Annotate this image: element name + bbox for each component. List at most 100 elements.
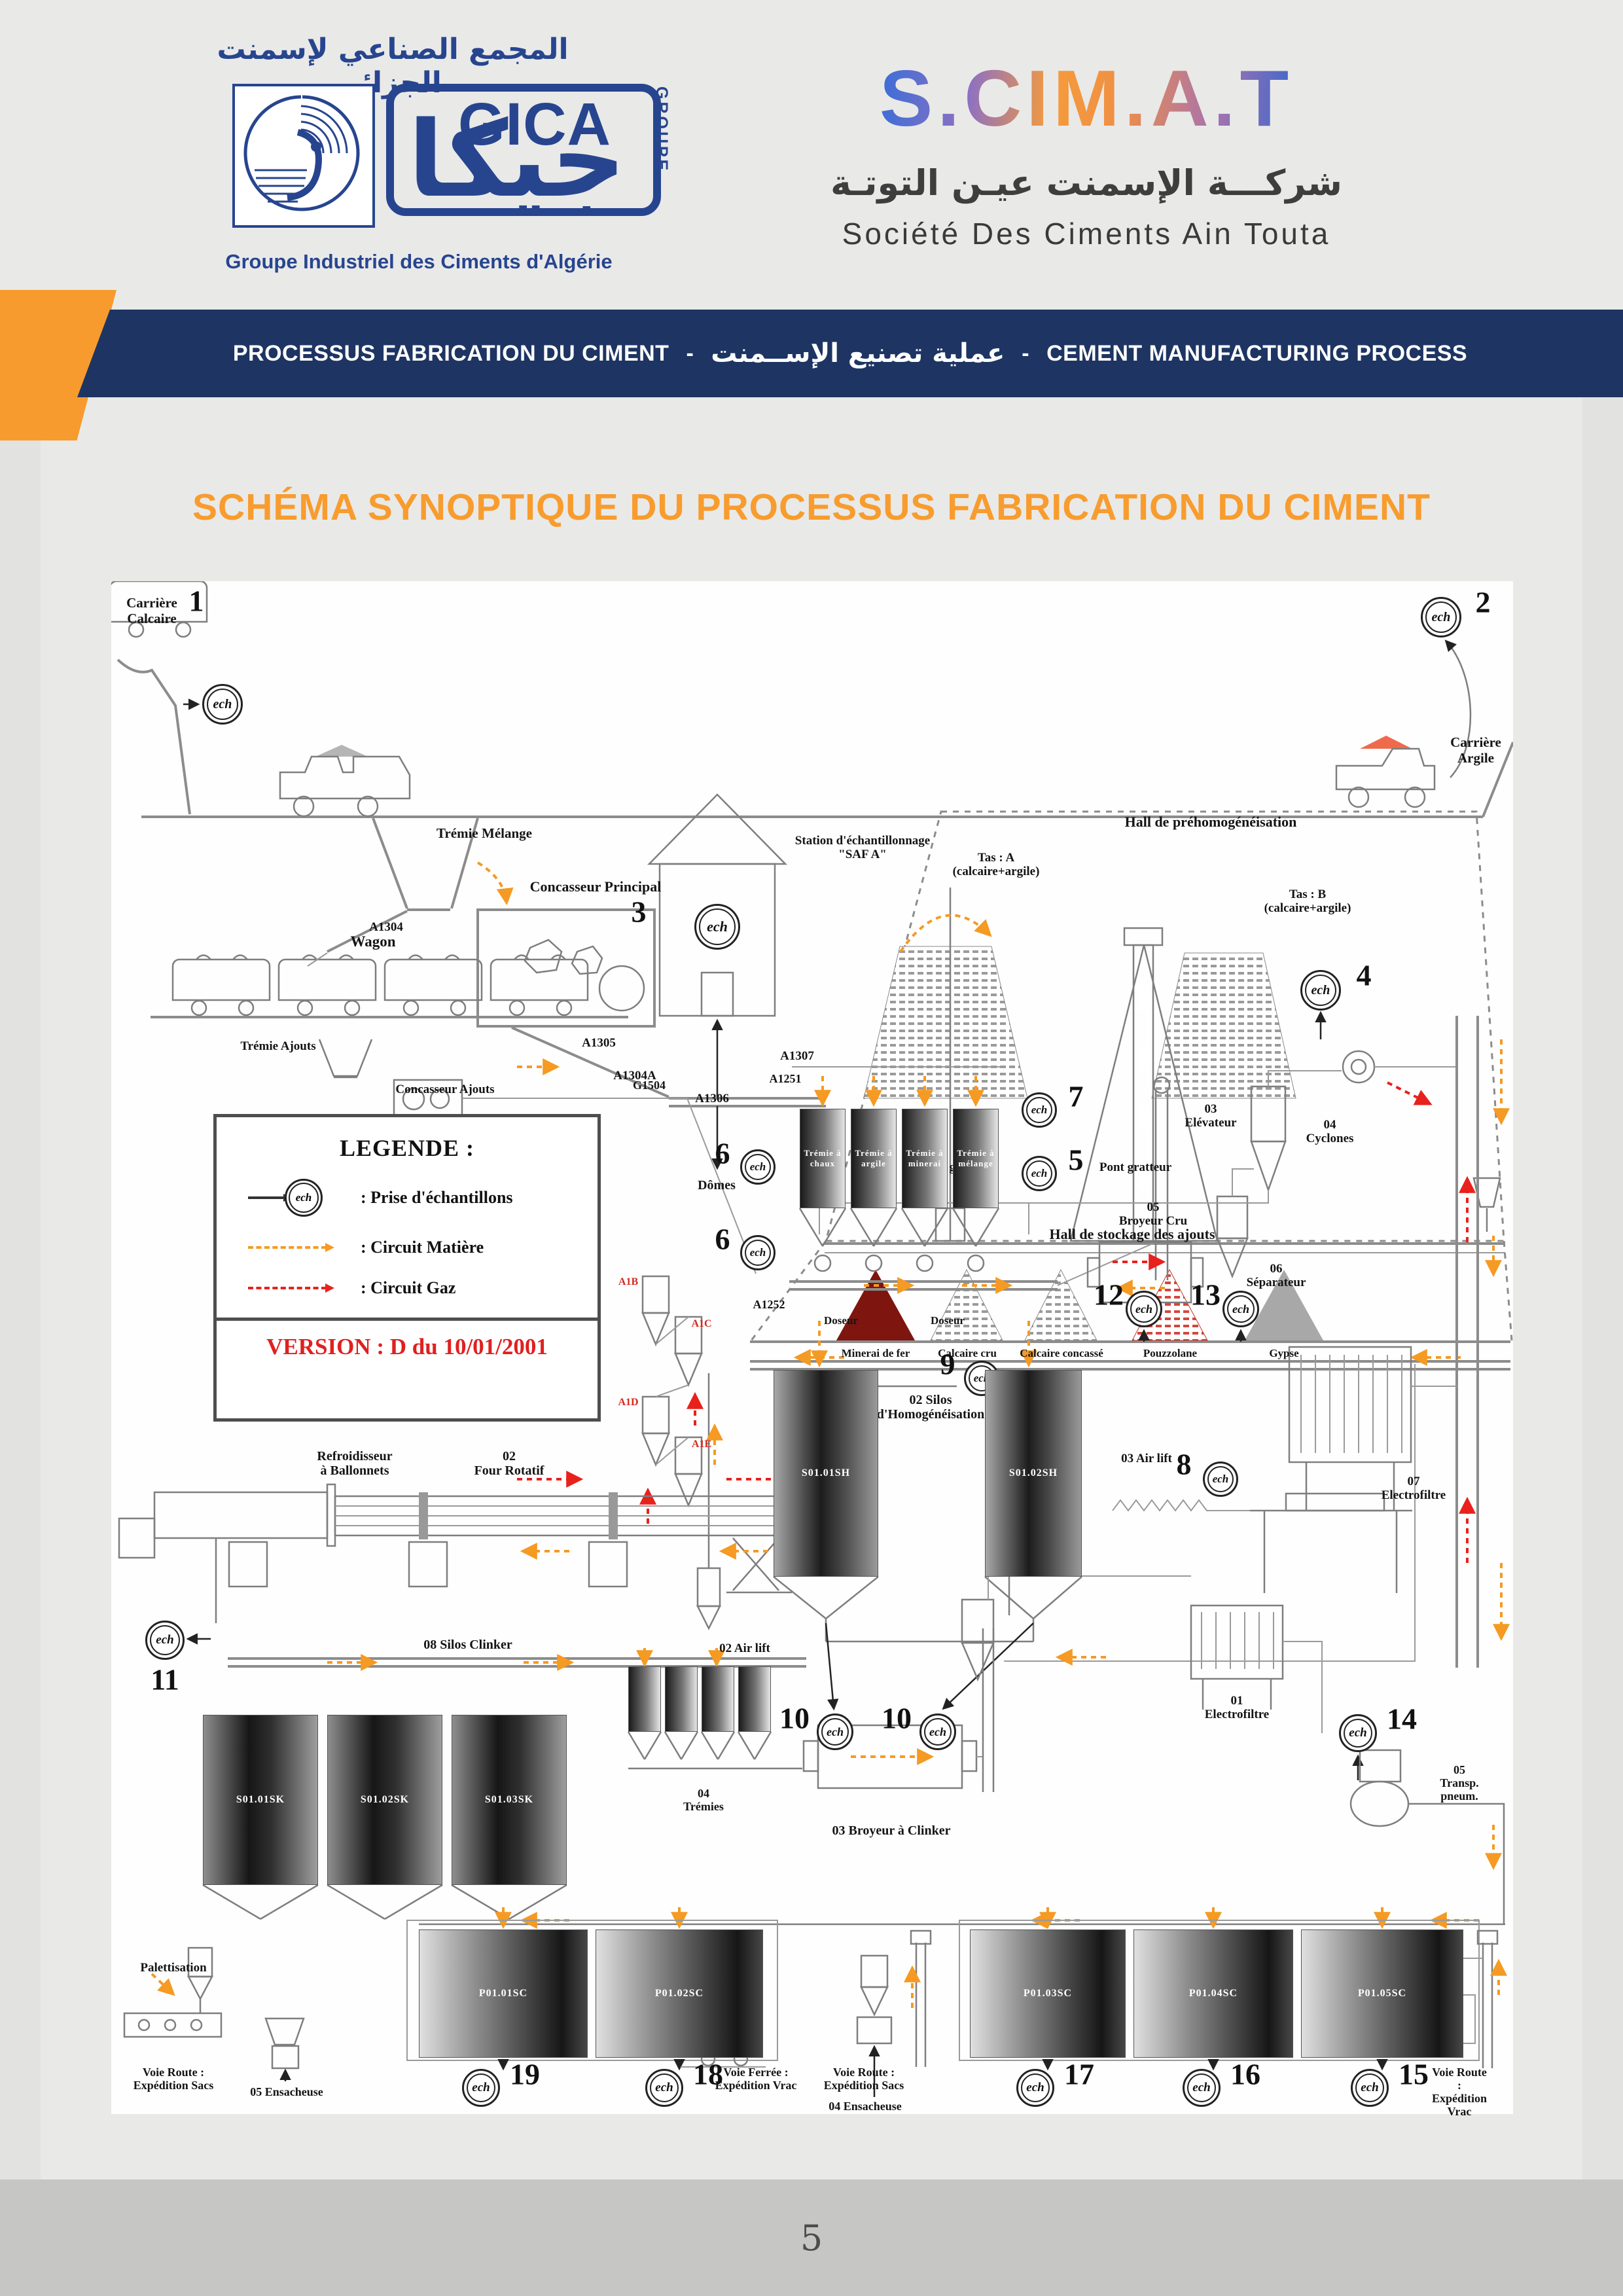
gas-arrow xyxy=(1387,1081,1433,1105)
diagram-label: Carrière Argile xyxy=(1450,734,1501,766)
gica-groupe-vertical: GROUPE xyxy=(652,86,671,173)
quarry-slope-right xyxy=(1482,742,1513,817)
feed-hopper: Trémie à minerai xyxy=(902,1109,948,1208)
diagram-label: A1252 xyxy=(753,1298,785,1311)
silo-label: P01.04SC xyxy=(1188,1988,1238,1999)
sample-point-ech: ech xyxy=(1222,1291,1259,1327)
diagram-label: Hall de préhomogénéisation xyxy=(1124,814,1297,830)
pile-minerai-de-fer xyxy=(836,1270,915,1340)
feed-hopper xyxy=(738,1666,771,1732)
electrofiltre-07 xyxy=(1288,1346,1412,1511)
sample-point-number: 11 xyxy=(151,1662,179,1696)
mill-elevator xyxy=(982,1628,995,1792)
storage-silo: S01.02SK xyxy=(327,1715,442,1885)
diagram-label: Tas : B (calcaire+argile) xyxy=(1264,888,1351,916)
mill-separator xyxy=(961,1598,995,1682)
diagram-label: Gypse xyxy=(1269,1347,1299,1359)
sample-point-number: 9 xyxy=(940,1347,955,1381)
cyclone-train xyxy=(641,1275,703,1508)
silo-label: S01.01SK xyxy=(236,1794,285,1805)
ech-text: ech xyxy=(929,1725,946,1738)
diagram-label: 05 Transp. pneum. xyxy=(1440,1763,1479,1803)
ech-text: ech xyxy=(1212,1473,1229,1485)
sample-point-ech: ech xyxy=(694,904,740,950)
diagram-label: 02 Air lift xyxy=(719,1641,770,1655)
banner-english: CEMENT MANUFACTURING PROCESS xyxy=(1046,340,1468,366)
homog-feed-duct xyxy=(819,1190,1269,1234)
sample-point-ech: ech xyxy=(1339,1714,1377,1752)
sample-point-number: 17 xyxy=(1064,2057,1094,2091)
legend-version: VERSION : D du 10/01/2001 xyxy=(217,1318,597,1373)
sample-point-ech: ech xyxy=(817,1713,853,1750)
ech-text: ech xyxy=(472,2081,490,2094)
banner-french: PROCESSUS FABRICATION DU CIMENT xyxy=(232,340,669,366)
ech-text: ech xyxy=(1031,1167,1048,1179)
sample-point-number: 6 xyxy=(715,1136,730,1170)
page-title: SCHÉMA SYNOPTIQUE DU PROCESSUS FABRICATI… xyxy=(192,486,1431,528)
diagram-label: A1306 xyxy=(695,1092,729,1105)
ech-text: ech xyxy=(749,1160,766,1173)
sample-point-number: 18 xyxy=(693,2057,723,2091)
sample-symbol: ech xyxy=(248,1179,346,1217)
hopper-label: Trémie à minerai xyxy=(906,1148,944,1168)
ech-text: ech xyxy=(1311,982,1330,997)
sample-point-number: 8 xyxy=(1176,1447,1192,1481)
black-arrow-icon xyxy=(248,1194,292,1202)
legend-box: LEGENDE : ech : Prise d'échantillons : C… xyxy=(213,1114,601,1422)
ech-text: ech xyxy=(827,1725,844,1738)
diagram-label: Carrière Calcaire xyxy=(126,595,177,626)
silo-label: P01.05SC xyxy=(1357,1988,1407,1999)
palettiser xyxy=(123,1946,223,2038)
diagram-label: A1307 xyxy=(780,1049,814,1063)
storage-silo: S01.03SK xyxy=(452,1715,567,1885)
diagram-label: Calcaire concassé xyxy=(1020,1347,1103,1359)
pneumatic-pump xyxy=(1349,1749,1505,1924)
feed-hopper: Trémie à mélange xyxy=(953,1109,999,1208)
diagram-label: Dômes xyxy=(698,1178,736,1193)
silo-label: P01.03SC xyxy=(1023,1988,1073,1999)
cement-silo-frame xyxy=(406,1920,778,2061)
diagram-label: Hall de stockage des ajouts xyxy=(1049,1226,1215,1242)
orange-dashed-arrow-icon xyxy=(248,1243,334,1252)
left-edge-strip xyxy=(0,440,41,2179)
storage-silo: P01.03SC xyxy=(970,1929,1126,2058)
diagram-label: Tas : A (calcaire+argile) xyxy=(952,851,1040,879)
legend-title: LEGENDE : xyxy=(339,1135,475,1161)
sample-point-ech: ech xyxy=(1016,2069,1054,2107)
silo-label: S01.02SH xyxy=(1008,1467,1058,1479)
material-symbol xyxy=(248,1243,346,1252)
diagram-label: 03 Air lift xyxy=(1121,1452,1172,1465)
ensacheuse-04 xyxy=(856,1929,932,2097)
reclaim-conveyor xyxy=(750,1360,1510,1371)
sample-point-ech: ech xyxy=(202,684,243,725)
feed-hopper xyxy=(665,1666,698,1732)
sample-point-ech: ech xyxy=(740,1235,776,1270)
ech-circle-icon: ech xyxy=(285,1179,323,1217)
diagram-label: Minerai de fer xyxy=(841,1347,910,1359)
ajouts-hall-outline xyxy=(750,1240,1513,1341)
pont-gratteur xyxy=(1069,927,1219,1242)
pile-calcaire-cru xyxy=(930,1268,1003,1341)
separator-06 xyxy=(1216,1168,1254,1279)
sample-point-ech: ech xyxy=(1022,1092,1057,1128)
chute xyxy=(307,952,328,967)
hopper-funnels xyxy=(798,1208,1000,1247)
sample-point-ech: ech xyxy=(1183,2069,1221,2107)
diagram-label: A1C xyxy=(691,1318,712,1329)
diagram-label: 04 Trémies xyxy=(683,1787,724,1814)
diagram-label: A1304A xyxy=(613,1069,656,1083)
sample-point-number: 10 xyxy=(779,1701,810,1735)
diagram-label: Calcaire cru xyxy=(938,1347,997,1359)
tremie-ajouts xyxy=(318,1039,373,1079)
diagram-label: A1305 xyxy=(582,1036,616,1050)
elevator-03 xyxy=(1152,1076,1171,1280)
chimney xyxy=(1455,1016,1479,1668)
diagram-label: 01 Electrofiltre xyxy=(1204,1694,1270,1722)
diagram-label: Concasseur Principal xyxy=(529,878,662,895)
silo-label: S01.03SK xyxy=(484,1794,534,1805)
sample-point-ech: ech xyxy=(462,2069,500,2107)
diagram-label: 05 Ensacheuse xyxy=(250,2085,323,2098)
diagram-label: Trémie Mélange xyxy=(437,825,532,841)
legend-item-material: : Circuit Matière xyxy=(217,1227,597,1268)
